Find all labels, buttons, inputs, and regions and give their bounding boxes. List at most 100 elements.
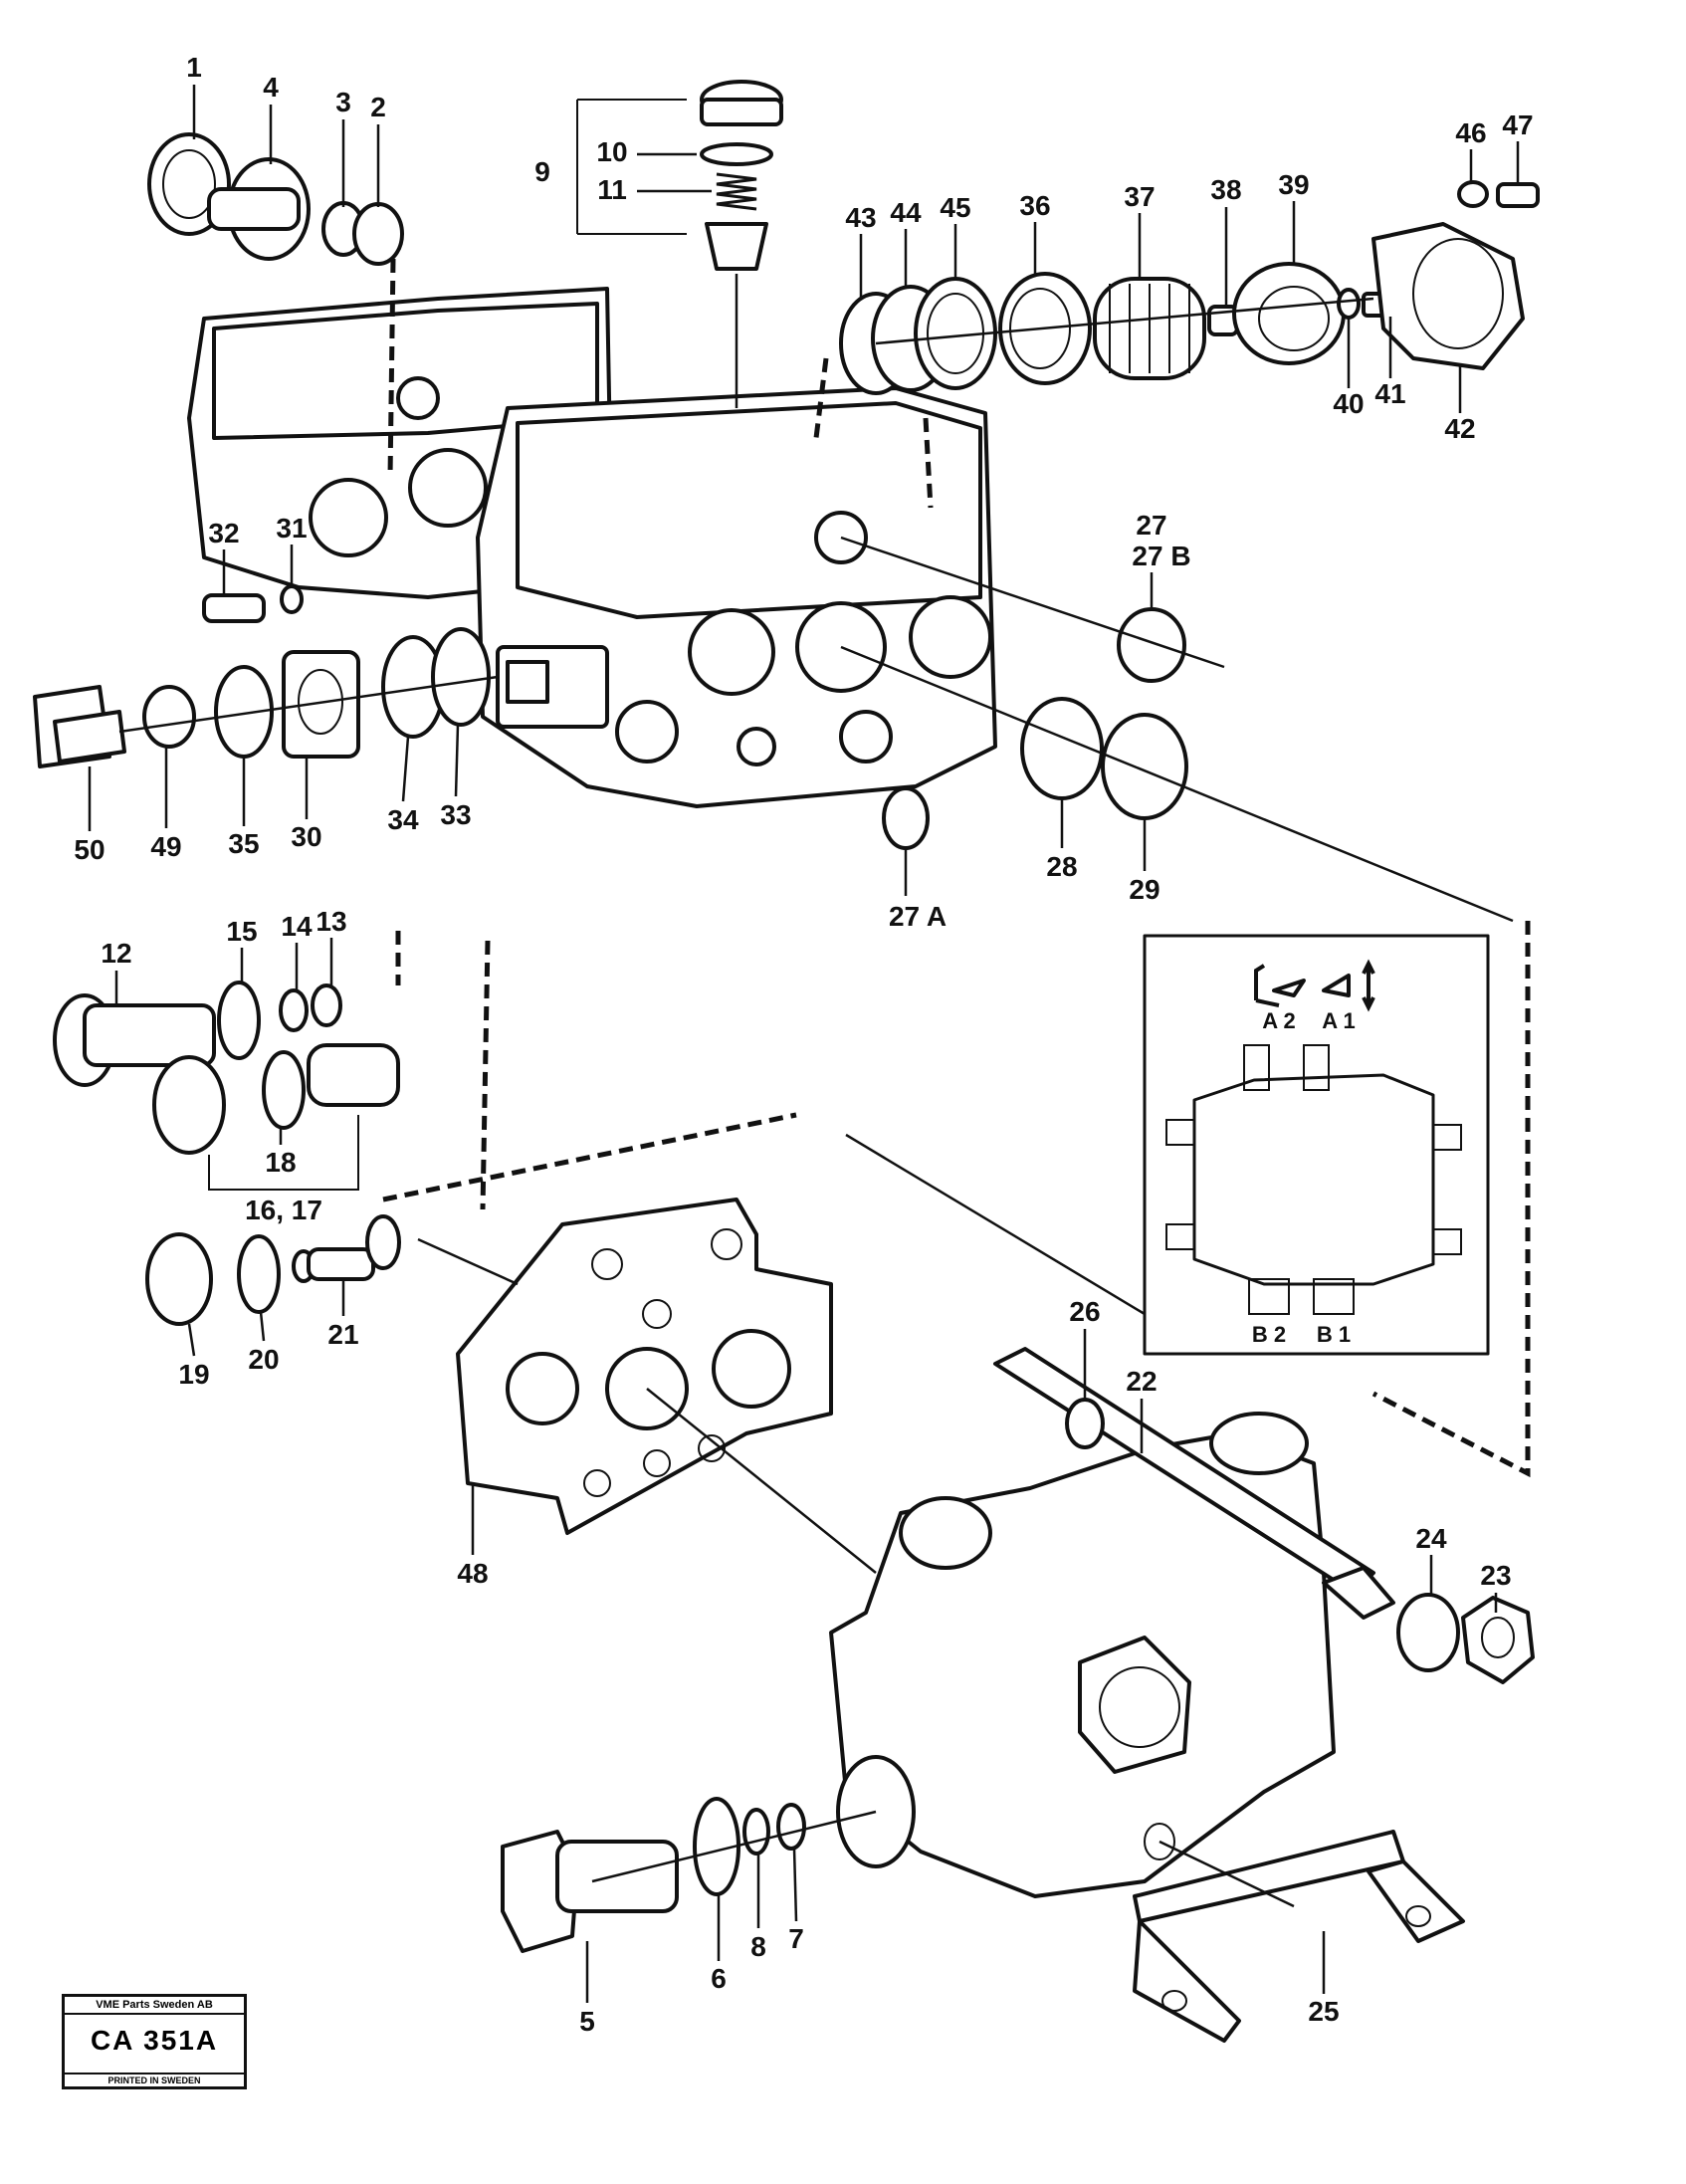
- guide-line: [591, 1810, 877, 1883]
- label-44: 44: [890, 197, 922, 228]
- label-6: 6: [711, 1963, 727, 1994]
- guide-line: [840, 536, 1225, 669]
- mounting-bracket-part-25: [1133, 1830, 1465, 2043]
- bracket-9: [576, 99, 687, 235]
- ring-part-33: [431, 627, 491, 727]
- label-29: 29: [1129, 874, 1159, 905]
- label-49: 49: [150, 831, 181, 862]
- ring-part-8: [742, 1808, 770, 1856]
- spring-part-37: [1093, 277, 1206, 380]
- washer-part-46: [1457, 180, 1489, 208]
- plug-part-9: [700, 80, 783, 126]
- washer-part-24: [1396, 1593, 1460, 1672]
- ring-part-2: [352, 202, 404, 266]
- cover-part-42: [1371, 222, 1525, 370]
- poppet-part-21: [307, 1214, 401, 1281]
- label-7: 7: [788, 1923, 804, 1954]
- washer-part-31: [280, 584, 304, 614]
- cup-part-39: [1232, 262, 1346, 365]
- publication-stamp: VME Parts Sweden AB CA 351A PRINTED IN S…: [62, 1994, 247, 2089]
- ring-part-15: [217, 981, 261, 1060]
- inset-label-b1: B 1: [1317, 1322, 1351, 1347]
- label-39: 39: [1278, 169, 1309, 200]
- ring-part-27: [1117, 607, 1186, 683]
- bracket-18: [208, 1115, 359, 1191]
- label-3: 3: [335, 87, 351, 117]
- stamp-printed: PRINTED IN SWEDEN: [65, 2073, 244, 2086]
- label-27b: 27 B: [1132, 541, 1190, 571]
- label-25: 25: [1308, 1996, 1339, 2027]
- plug-part-5: [501, 1830, 679, 1953]
- guide-line: [1159, 1840, 1295, 1908]
- ring-part-14: [279, 988, 309, 1032]
- plug-part-19: [145, 1232, 213, 1326]
- washer-part-26: [1065, 1398, 1105, 1449]
- label-31: 31: [276, 513, 307, 544]
- check-poppet: [705, 222, 768, 271]
- label-8: 8: [750, 1931, 766, 1962]
- label-5: 5: [579, 2006, 595, 2037]
- screw-part-32: [202, 593, 266, 623]
- label-18: 18: [265, 1147, 296, 1178]
- label-16-17: 16, 17: [245, 1195, 322, 1225]
- label-19: 19: [178, 1359, 209, 1390]
- valve-body-rear: [187, 287, 614, 599]
- adapter-plate-part-48: [456, 1198, 833, 1535]
- plug-part-12: [53, 993, 216, 1087]
- label-40: 40: [1333, 388, 1364, 419]
- valve-body-lower: [829, 1412, 1336, 1898]
- label-28: 28: [1046, 851, 1077, 882]
- inset-label-b2: B 2: [1252, 1322, 1286, 1347]
- bracket-part-50: [33, 685, 126, 768]
- guide-line: [387, 258, 396, 479]
- label-21: 21: [327, 1319, 358, 1350]
- label-27a: 27 A: [889, 901, 947, 932]
- nut-part-49: [142, 685, 196, 749]
- flange-part-30: [282, 650, 360, 759]
- guide-line: [845, 1133, 1146, 1316]
- part-labels: 1 4 3 2 9 10 11 43 44 45 36 37 38 39 40 …: [74, 52, 1533, 2037]
- seal-part-10: [700, 142, 773, 166]
- guide-line: [382, 931, 797, 1210]
- label-46: 46: [1455, 117, 1486, 148]
- label-12: 12: [101, 938, 131, 969]
- label-27: 27: [1136, 510, 1166, 541]
- label-36: 36: [1019, 190, 1050, 221]
- ring-part-13: [311, 983, 342, 1027]
- label-38: 38: [1210, 174, 1241, 205]
- label-37: 37: [1124, 181, 1155, 212]
- ring-part-18: [262, 1050, 306, 1130]
- guide-line: [813, 357, 934, 509]
- label-24: 24: [1415, 1523, 1447, 1554]
- label-23: 23: [1480, 1560, 1511, 1591]
- spring-part-11: [716, 172, 757, 211]
- ring-part-20: [237, 1234, 281, 1314]
- inset-schematic: A 2 A 1 B 2 B 1: [1143, 934, 1490, 1356]
- label-45: 45: [940, 192, 970, 223]
- label-35: 35: [228, 828, 259, 859]
- valve-body-front: [476, 386, 997, 808]
- screw-part-47: [1496, 182, 1540, 208]
- plug-part-18a: [152, 1055, 226, 1155]
- washer-part-40: [1337, 288, 1361, 320]
- inset-label-a1: A 1: [1322, 1008, 1355, 1033]
- label-20: 20: [248, 1344, 279, 1375]
- nut-part-23: [1461, 1596, 1535, 1684]
- label-14: 14: [281, 911, 313, 942]
- label-43: 43: [845, 202, 876, 233]
- label-15: 15: [226, 916, 257, 947]
- label-48: 48: [457, 1558, 488, 1589]
- label-32: 32: [208, 518, 239, 548]
- label-33: 33: [440, 799, 471, 830]
- label-2: 2: [370, 92, 386, 122]
- stamp-company: VME Parts Sweden AB: [65, 1997, 244, 2015]
- guide-line-long: [1371, 921, 1531, 1478]
- label-30: 30: [291, 821, 321, 852]
- guide-line: [840, 645, 1514, 923]
- guide-line: [875, 297, 1374, 345]
- label-42: 42: [1444, 413, 1475, 444]
- label-41: 41: [1374, 378, 1405, 409]
- label-26: 26: [1069, 1296, 1100, 1327]
- label-50: 50: [74, 834, 105, 865]
